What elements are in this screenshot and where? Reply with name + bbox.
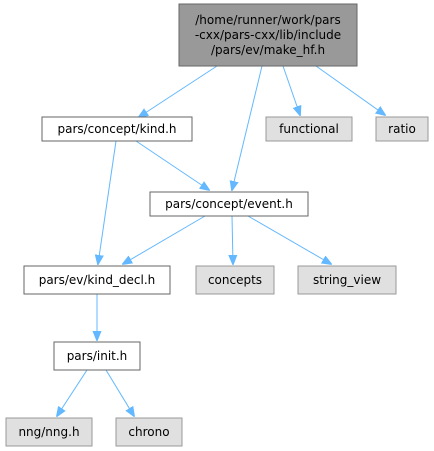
node-box xyxy=(115,417,183,447)
node-label: /pars/ev/make_hf.h xyxy=(211,43,325,57)
node-chrono: chrono xyxy=(115,417,183,447)
edge-kind-to-kind_decl xyxy=(98,140,117,264)
edge-make_hf-to-functional xyxy=(282,65,300,115)
node-make-hf[interactable]: /home/runner/work/pars-cxx/pars-cxx/lib/… xyxy=(178,3,358,67)
edge-event-to-string_view xyxy=(247,215,331,264)
edge-make_hf-to-kind xyxy=(139,65,218,117)
node-event[interactable]: pars/concept/event.h xyxy=(149,191,309,217)
node-init[interactable]: pars/init.h xyxy=(53,341,141,371)
node-box xyxy=(375,116,429,142)
node-label: ratio xyxy=(388,122,416,136)
node-label: chrono xyxy=(128,425,169,439)
node-label: nng/nng.h xyxy=(18,425,79,439)
node-label: string_view xyxy=(313,273,381,287)
node-nng: nng/nng.h xyxy=(5,417,93,447)
nodes: /home/runner/work/pars-cxx/pars-cxx/lib/… xyxy=(5,3,429,447)
node-box xyxy=(41,116,193,142)
node-string-view: string_view xyxy=(297,265,397,295)
node-concepts: concepts xyxy=(195,265,275,295)
node-kind-decl[interactable]: pars/ev/kind_decl.h xyxy=(23,265,171,295)
node-box xyxy=(178,3,358,67)
node-box xyxy=(5,417,93,447)
node-ratio: ratio xyxy=(375,116,429,142)
edge-kind-to-event xyxy=(135,140,209,190)
node-box xyxy=(23,265,171,295)
node-box xyxy=(265,116,353,142)
edge-make_hf-to-ratio xyxy=(315,65,385,115)
node-label: /home/runner/work/pars xyxy=(195,13,340,27)
node-box xyxy=(149,191,309,217)
node-label: concepts xyxy=(208,273,262,287)
node-box xyxy=(53,341,141,371)
edges xyxy=(57,65,385,416)
node-label: pars/concept/kind.h xyxy=(57,122,176,136)
edge-make_hf-to-event xyxy=(232,65,263,190)
edge-init-to-nng xyxy=(57,369,88,416)
edge-event-to-kind_decl xyxy=(123,215,206,264)
node-label: pars/ev/kind_decl.h xyxy=(39,273,156,287)
edge-event-to-concepts xyxy=(232,215,233,264)
node-label: functional xyxy=(279,122,339,136)
node-functional: functional xyxy=(265,116,353,142)
edge-init-to-chrono xyxy=(105,369,134,416)
node-box xyxy=(195,265,275,295)
node-box xyxy=(297,265,397,295)
node-label: pars/init.h xyxy=(67,349,128,363)
node-label: -cxx/pars-cxx/lib/include xyxy=(195,28,341,42)
node-label: pars/concept/event.h xyxy=(165,197,293,211)
node-kind[interactable]: pars/concept/kind.h xyxy=(41,116,193,142)
